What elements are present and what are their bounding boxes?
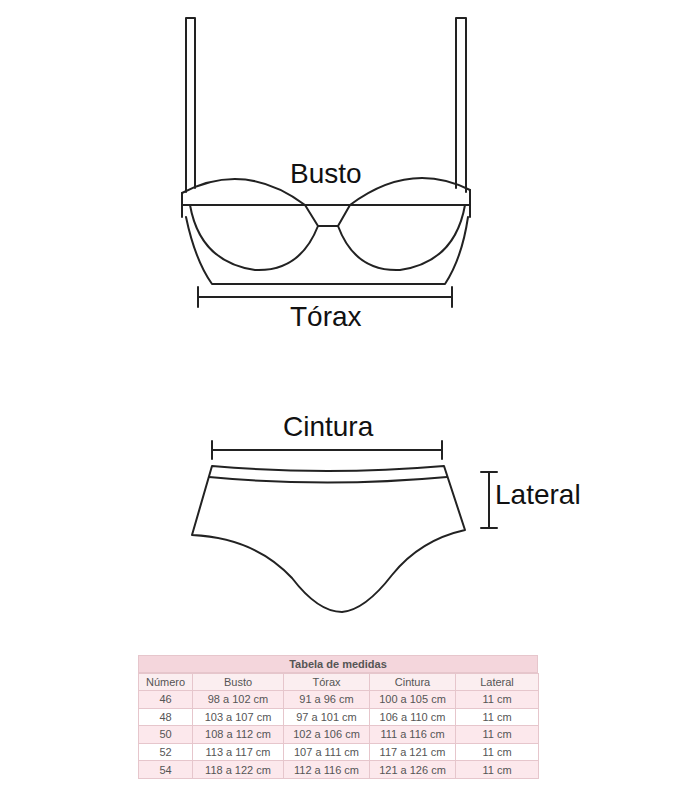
- table-value: 103 a 107 cm: [205, 711, 272, 723]
- bust-tick: [181, 193, 183, 217]
- table-title-cell: Tabela de medidas: [138, 655, 538, 673]
- table-cell: 106 a 110 cm: [369, 708, 456, 727]
- table-cell: 121 a 126 cm: [369, 760, 456, 779]
- bust-line: [182, 204, 470, 206]
- table-header-cell: Cintura: [369, 673, 456, 691]
- table-value: 46: [159, 693, 171, 705]
- table-value: 91 a 96 cm: [299, 693, 353, 705]
- table-cell: 107 a 111 cm: [283, 743, 370, 762]
- table-cell: 108 a 112 cm: [192, 725, 284, 744]
- table-value: 98 a 102 cm: [208, 693, 269, 705]
- table-header-cell: Tórax: [283, 673, 370, 691]
- table-cell: 11 cm: [455, 690, 539, 709]
- center-gore: [305, 205, 350, 226]
- panty-outline: [192, 466, 465, 612]
- table-value: 111 a 116 cm: [380, 728, 444, 740]
- table-value: 108 a 112 cm: [205, 728, 271, 740]
- waist-tick: [211, 441, 213, 459]
- side-label: Lateral: [495, 479, 581, 511]
- table-cell: 52: [138, 743, 193, 762]
- table-header-cell: Número: [138, 673, 193, 691]
- table-cell: 98 a 102 cm: [192, 690, 284, 709]
- table-cell: 50: [138, 725, 193, 744]
- table-value: 113 a 117 cm: [205, 746, 270, 758]
- chest-tick: [451, 287, 453, 307]
- table-cell: 11 cm: [455, 708, 539, 727]
- table-value: 112 a 116 cm: [294, 764, 359, 776]
- left-strap: [186, 18, 195, 192]
- table-cell: 111 a 116 cm: [369, 725, 456, 744]
- waist-line: [212, 449, 442, 451]
- table-value: 118 a 122 cm: [205, 764, 271, 776]
- column-header: Número: [146, 676, 185, 688]
- side-line: [488, 472, 490, 528]
- chest-tick: [197, 287, 199, 307]
- table-cell: 11 cm: [455, 743, 539, 762]
- table-cell: 102 a 106 cm: [283, 725, 370, 744]
- column-header: Busto: [224, 676, 252, 688]
- table-value: 11 cm: [482, 728, 511, 740]
- table-header-cell: Busto: [192, 673, 284, 691]
- table-value: 102 a 106 cm: [293, 728, 360, 740]
- table-cell: 103 a 107 cm: [192, 708, 284, 727]
- table-cell: 11 cm: [455, 760, 539, 779]
- left-cup-top: [182, 179, 305, 205]
- table-cell: 118 a 122 cm: [192, 760, 284, 779]
- left-cup-bottom: [190, 205, 318, 270]
- table-header-cell: Lateral: [455, 673, 539, 691]
- table-value: 11 cm: [482, 711, 511, 723]
- table-value: 121 a 126 cm: [379, 764, 446, 776]
- table-value: 117 a 121 cm: [380, 746, 446, 758]
- table-value: 100 a 105 cm: [379, 693, 446, 705]
- table-cell: 97 a 101 cm: [283, 708, 370, 727]
- table-value: 50: [159, 728, 171, 740]
- column-header: Tórax: [312, 676, 340, 688]
- column-header: Lateral: [480, 676, 514, 688]
- table-cell: 113 a 117 cm: [192, 743, 284, 762]
- band: [186, 217, 468, 284]
- bust-label: Busto: [290, 158, 362, 190]
- waist-label: Cintura: [283, 411, 373, 443]
- table-value: 11 cm: [482, 746, 511, 758]
- table-value: 54: [159, 764, 171, 776]
- table-cell: 54: [138, 760, 193, 779]
- table-cell: 112 a 116 cm: [283, 760, 370, 779]
- table-value: 97 a 101 cm: [296, 711, 357, 723]
- waistband: [209, 477, 447, 483]
- table-value: 11 cm: [482, 764, 511, 776]
- table-cell: 91 a 96 cm: [283, 690, 370, 709]
- table-cell: 117 a 121 cm: [369, 743, 456, 762]
- right-cup-bottom: [338, 205, 465, 270]
- table-value: 52: [159, 746, 171, 758]
- column-header: Cintura: [395, 676, 430, 688]
- table-cell: 100 a 105 cm: [369, 690, 456, 709]
- waist-tick: [441, 441, 443, 459]
- table-value: 107 a 111 cm: [294, 746, 359, 758]
- side-tick: [481, 471, 497, 473]
- bust-tick: [469, 190, 471, 217]
- table-cell: 11 cm: [455, 725, 539, 744]
- table-title: Tabela de medidas: [289, 658, 387, 670]
- right-strap: [456, 18, 466, 192]
- table-value: 11 cm: [482, 693, 511, 705]
- right-cup-top: [350, 178, 470, 205]
- chest-label: Tórax: [290, 301, 362, 333]
- chest-line: [198, 296, 452, 298]
- table-cell: 48: [138, 708, 193, 727]
- table-value: 48: [159, 711, 171, 723]
- table-cell: 46: [138, 690, 193, 709]
- table-value: 106 a 110 cm: [380, 711, 446, 723]
- side-tick: [481, 527, 497, 529]
